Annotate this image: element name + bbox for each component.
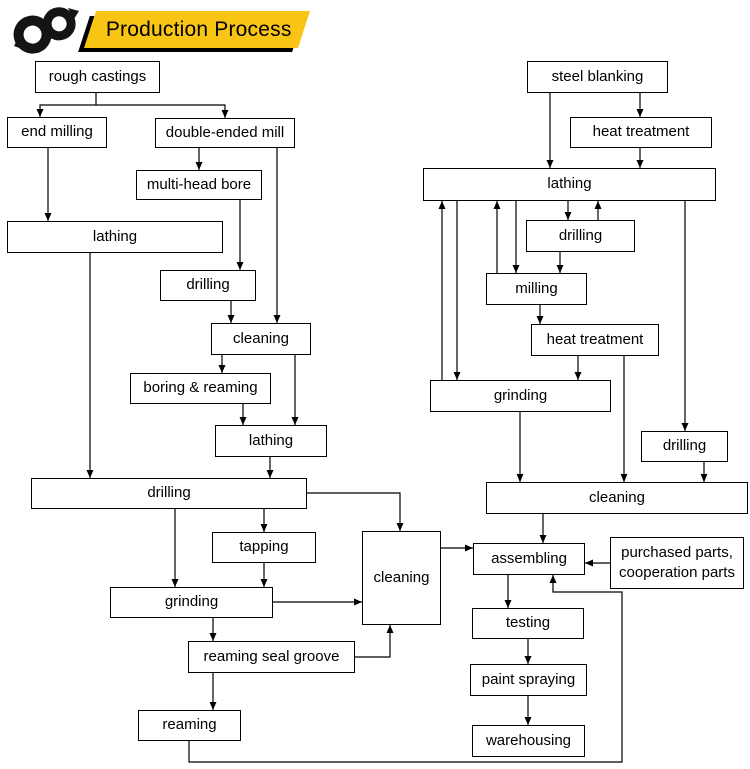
node-reaming: reaming <box>138 710 241 741</box>
node-end-milling: end milling <box>7 117 107 148</box>
node-cleaning-1: cleaning <box>211 323 311 355</box>
node-tapping: tapping <box>212 532 316 563</box>
node-double-ended-mill: double-ended mill <box>155 118 295 148</box>
node-lathing-1: lathing <box>7 221 223 253</box>
edge-reaming-to-assembling <box>188 575 623 763</box>
node-heat-treatment-1: heat treatment <box>570 117 712 148</box>
node-testing: testing <box>472 608 584 639</box>
node-warehousing: warehousing <box>472 725 585 757</box>
node-purchased-parts: purchased parts, cooperation parts <box>610 537 744 589</box>
node-heat-treatment-2: heat treatment <box>531 324 659 356</box>
title-banner: Production Process <box>83 11 311 48</box>
node-paint-spraying: paint spraying <box>470 664 587 696</box>
node-drilling-4: drilling <box>641 431 728 462</box>
node-drilling-2: drilling <box>31 478 307 509</box>
page-title: Production Process <box>106 17 292 41</box>
node-boring-reaming: boring & reaming <box>130 373 271 404</box>
node-cleaning-2: cleaning <box>362 531 441 625</box>
node-cleaning-3: cleaning <box>486 482 748 514</box>
node-rough-castings: rough castings <box>35 61 160 93</box>
node-steel-blanking: steel blanking <box>527 61 668 93</box>
node-multi-head-bore: multi-head bore <box>136 170 262 200</box>
node-grinding-1: grinding <box>110 587 273 618</box>
node-grinding-2: grinding <box>430 380 611 412</box>
edge-drilling-2-to-cleaning-2 <box>307 492 404 531</box>
node-milling: milling <box>486 273 587 305</box>
edge-reaming-seal-groove-to-cleaning-2 <box>355 625 394 658</box>
edge-rough-castings-to-end-milling <box>36 93 97 117</box>
node-lathing-3: lathing <box>423 168 716 201</box>
node-lathing-2: lathing <box>215 425 327 457</box>
node-drilling-1: drilling <box>160 270 256 301</box>
node-reaming-seal-groove: reaming seal groove <box>188 641 355 673</box>
edge-rough-castings-to-double-ended-mill <box>96 104 229 118</box>
brand-logo-icon <box>13 7 79 54</box>
node-drilling-3: drilling <box>526 220 635 252</box>
node-assembling: assembling <box>473 543 585 575</box>
